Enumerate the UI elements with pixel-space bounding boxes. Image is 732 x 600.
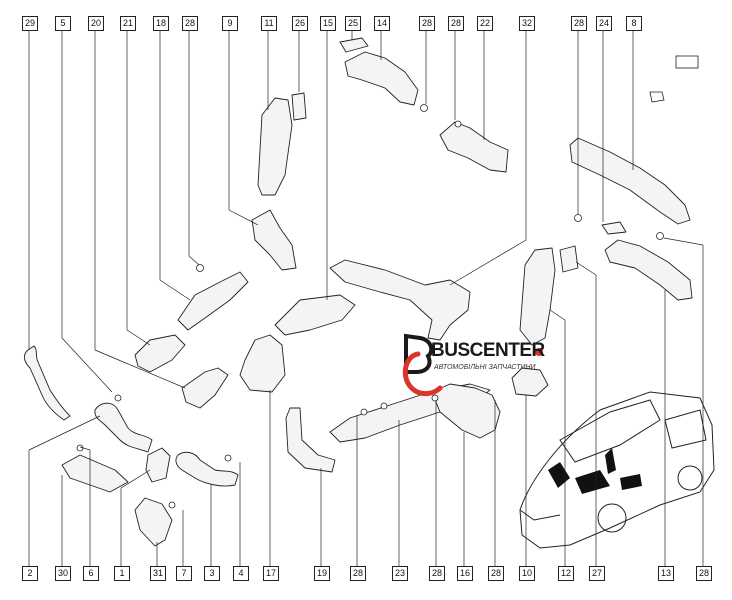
callout-31: 31 bbox=[150, 566, 166, 581]
part-duct-15 bbox=[274, 294, 356, 336]
part-strip-26 bbox=[291, 92, 307, 121]
part-riser-10 bbox=[519, 247, 556, 346]
callout-19: 19 bbox=[314, 566, 330, 581]
part-duct-16 bbox=[431, 383, 501, 439]
fastener-7 bbox=[168, 501, 176, 509]
fastener-28-i bbox=[114, 394, 122, 402]
callout-25: 25 bbox=[345, 16, 361, 31]
callout-9: 9 bbox=[222, 16, 238, 31]
part-riser-19 bbox=[285, 407, 336, 473]
part-vent-25 bbox=[339, 37, 369, 53]
part-vent-24 bbox=[601, 221, 627, 235]
callout-2: 2 bbox=[22, 566, 38, 581]
fastener-28-e bbox=[656, 232, 664, 240]
callout-5: 5 bbox=[55, 16, 71, 31]
part-duct-8 bbox=[569, 137, 691, 225]
callout-28: 28 bbox=[448, 16, 464, 31]
part-duct-14 bbox=[344, 51, 419, 106]
callout-24: 24 bbox=[596, 16, 612, 31]
fastener-28-h bbox=[431, 394, 439, 402]
part-block-12 bbox=[511, 367, 549, 397]
part-column-11 bbox=[257, 97, 293, 196]
part-bracket-30 bbox=[61, 454, 129, 493]
callout-28: 28 bbox=[350, 566, 366, 581]
fastener-28-d bbox=[574, 214, 582, 222]
callout-16: 16 bbox=[457, 566, 473, 581]
callout-28: 28 bbox=[571, 16, 587, 31]
part-duct-21 bbox=[134, 334, 186, 373]
callout-28: 28 bbox=[429, 566, 445, 581]
callout-7: 7 bbox=[176, 566, 192, 581]
callout-30: 30 bbox=[55, 566, 71, 581]
callout-28: 28 bbox=[419, 16, 435, 31]
callout-21: 21 bbox=[120, 16, 136, 31]
part-main-duct-32 bbox=[329, 259, 471, 341]
car-illustration bbox=[519, 391, 715, 549]
part-duct-17 bbox=[239, 334, 286, 393]
part-duct-22 bbox=[439, 121, 509, 173]
callout-15: 15 bbox=[320, 16, 336, 31]
part-duct-18 bbox=[177, 271, 249, 331]
fastener-28-b bbox=[420, 104, 428, 112]
part-holder-31 bbox=[134, 497, 173, 547]
logo-tagline-text: АВТОМОБІЛЬНІ ЗАПЧАСТИНИ bbox=[434, 364, 536, 371]
callout-28: 28 bbox=[488, 566, 504, 581]
clip-part bbox=[649, 91, 665, 103]
callout-10: 10 bbox=[519, 566, 535, 581]
callout-8: 8 bbox=[626, 16, 642, 31]
part-plate-9 bbox=[251, 209, 297, 271]
callout-28: 28 bbox=[696, 566, 712, 581]
callout-28: 28 bbox=[182, 16, 198, 31]
buscenter-logo: BUSCENTER АВТОМОБІЛЬНІ ЗАПЧАСТИНИ bbox=[398, 332, 548, 402]
part-clip-1 bbox=[145, 447, 171, 483]
part-vent-27 bbox=[559, 245, 579, 273]
callout-22: 22 bbox=[477, 16, 493, 31]
callout-12: 12 bbox=[558, 566, 574, 581]
part-duct-20 bbox=[181, 367, 229, 409]
fasteners bbox=[76, 55, 699, 509]
part-hose-29 bbox=[23, 345, 71, 421]
callout-11: 11 bbox=[261, 16, 277, 31]
fastener-28-a bbox=[196, 264, 204, 272]
part-duct-13 bbox=[604, 239, 693, 301]
clip-part-box bbox=[675, 55, 699, 69]
fastener-28-c bbox=[454, 120, 462, 128]
fastener-4 bbox=[224, 454, 232, 462]
callout-14: 14 bbox=[374, 16, 390, 31]
callout-13: 13 bbox=[658, 566, 674, 581]
fastener-28-f bbox=[360, 408, 368, 416]
leader-lines bbox=[28, 31, 704, 566]
callout-29: 29 bbox=[22, 16, 38, 31]
fastener-6 bbox=[76, 444, 84, 452]
callout-18: 18 bbox=[153, 16, 169, 31]
logo-mark-icon bbox=[402, 333, 543, 397]
callout-26: 26 bbox=[292, 16, 308, 31]
callout-3: 3 bbox=[204, 566, 220, 581]
part-duct-5 bbox=[94, 402, 153, 453]
car-ducts-highlight bbox=[548, 448, 642, 494]
callout-6: 6 bbox=[83, 566, 99, 581]
callout-17: 17 bbox=[263, 566, 279, 581]
callout-32: 32 bbox=[519, 16, 535, 31]
logo-brand-text: BUSCENTER bbox=[431, 340, 545, 361]
callout-1: 1 bbox=[114, 566, 130, 581]
part-duct-3 bbox=[175, 451, 239, 487]
callout-27: 27 bbox=[589, 566, 605, 581]
fastener-28-g bbox=[380, 402, 388, 410]
callout-20: 20 bbox=[88, 16, 104, 31]
callout-23: 23 bbox=[392, 566, 408, 581]
callout-4: 4 bbox=[233, 566, 249, 581]
